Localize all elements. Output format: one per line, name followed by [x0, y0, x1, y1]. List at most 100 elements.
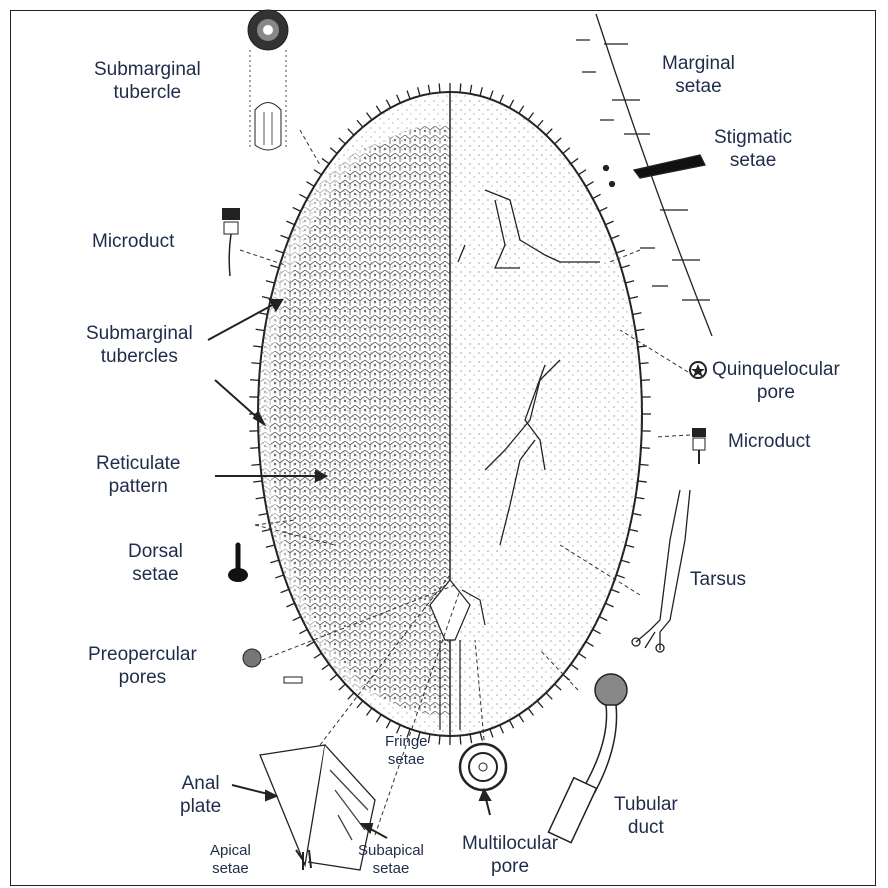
- submarginal-tubercle-inset: [248, 10, 288, 150]
- label-line: tubercles: [86, 345, 193, 368]
- marginal-seta: [439, 83, 440, 92]
- label-line: setae: [714, 149, 792, 172]
- marginal-seta: [586, 642, 594, 647]
- marginal-seta: [266, 545, 275, 547]
- marginal-seta: [307, 642, 315, 647]
- marginal-seta: [367, 113, 372, 120]
- marginal-seta: [635, 497, 644, 498]
- label-preopercular-pores: Preopercular pores: [88, 643, 197, 689]
- tarsus-glyph: [632, 490, 690, 652]
- label-line: setae: [128, 563, 183, 586]
- marginal-seta: [275, 250, 284, 253]
- multilocular-pore-glyph: [460, 744, 506, 790]
- marginal-seta: [281, 235, 289, 238]
- marginal-seta: [428, 734, 430, 743]
- marginal-seta: [470, 85, 472, 94]
- label-line: Anal: [180, 772, 221, 795]
- marginal-seta: [293, 207, 301, 211]
- marginal-seta: [397, 725, 401, 733]
- marginal-seta: [386, 100, 390, 108]
- label-line: Submarginal: [86, 322, 193, 345]
- label-multilocular-pore: Multilocular pore: [462, 832, 558, 878]
- label-line: setae: [358, 860, 424, 878]
- marginal-seta: [519, 715, 524, 723]
- marginal-seta: [563, 148, 570, 154]
- marginal-seta: [357, 120, 363, 127]
- label-line: Multilocular: [462, 832, 558, 855]
- marginal-seta: [593, 629, 601, 633]
- marginal-seta: [638, 481, 647, 482]
- label-microduct-right: Microduct: [728, 430, 810, 453]
- marginal-seta: [528, 113, 533, 120]
- marginal-seta: [480, 87, 482, 96]
- marginal-seta: [418, 87, 420, 96]
- label-submarginal-tubercle: Submarginal tubercle: [94, 58, 201, 104]
- label-submarginal-tubercles: Submarginal tubercles: [86, 322, 193, 368]
- marginal-seta: [546, 129, 552, 135]
- label-stigmatic-setae: Stigmatic setae: [714, 126, 792, 172]
- marginal-seta: [259, 514, 268, 516]
- label-line: Fringe: [385, 733, 428, 751]
- label-microduct-left: Microduct: [92, 230, 174, 253]
- marginal-seta: [537, 701, 543, 708]
- marginal-seta: [629, 529, 638, 531]
- label-quinquelocular-pore: Quinquelocular pore: [712, 358, 840, 404]
- label-subapical-setae: Subapical setae: [358, 842, 424, 878]
- marginal-seta: [509, 100, 513, 108]
- marginal-seta: [259, 313, 268, 315]
- marginal-seta: [611, 235, 619, 238]
- marginal-seta: [555, 684, 562, 690]
- marginal-seta: [633, 313, 642, 315]
- dorsal-seta-glyph: [228, 545, 248, 582]
- marginal-seta: [509, 720, 513, 728]
- marginal-seta: [367, 708, 372, 715]
- label-line: Reticulate: [96, 452, 181, 475]
- label-line: Dorsal: [128, 540, 183, 563]
- marginal-seta: [314, 653, 322, 658]
- marginal-seta: [605, 603, 613, 607]
- marginal-seta: [407, 91, 410, 99]
- marginal-seta: [322, 664, 329, 669]
- marginal-seta: [621, 265, 630, 268]
- marginal-seta: [633, 514, 642, 516]
- marginal-seta: [625, 545, 634, 547]
- label-line: tubercle: [94, 81, 201, 104]
- label-line: duct: [614, 816, 678, 839]
- label-marginal-setae: Marginal setae: [662, 52, 735, 98]
- label-line: Stigmatic: [714, 126, 792, 149]
- marginal-seta: [250, 448, 259, 449]
- marginal-seta: [286, 603, 294, 607]
- marginal-seta: [490, 91, 493, 99]
- marginal-seta: [629, 297, 638, 299]
- label-line: setae: [385, 751, 428, 769]
- label-line: Microduct: [92, 230, 174, 253]
- marginal-seta: [286, 221, 294, 225]
- marginal-seta: [537, 120, 543, 127]
- marginal-seta: [251, 464, 260, 465]
- microduct-left-glyph: [222, 208, 240, 276]
- label-line: pore: [712, 381, 840, 404]
- marginal-seta: [270, 265, 279, 268]
- label-line: Microduct: [728, 430, 810, 453]
- marginal-seta: [546, 693, 552, 699]
- marginal-seta: [266, 281, 275, 283]
- label-dorsal-setae: Dorsal setae: [128, 540, 183, 586]
- marginal-seta: [330, 148, 337, 154]
- marginal-seta: [281, 589, 289, 592]
- marginal-seta: [250, 380, 259, 381]
- marginal-seta: [460, 736, 461, 745]
- marginal-seta: [616, 250, 625, 253]
- marginal-seta: [428, 85, 430, 94]
- marginal-seta: [480, 732, 482, 741]
- marginal-seta: [640, 363, 649, 364]
- label-apical-setae: Apical setae: [210, 842, 251, 878]
- marginal-seta: [500, 725, 504, 733]
- marginal-seta: [299, 194, 307, 198]
- label-reticulate-pattern: Reticulate pattern: [96, 452, 181, 498]
- marginal-seta: [490, 729, 493, 737]
- label-line: pore: [462, 855, 558, 878]
- marginal-seta: [307, 182, 315, 187]
- label-line: Preopercular: [88, 643, 197, 666]
- marginal-seta: [330, 675, 337, 681]
- marginal-seta: [314, 170, 322, 175]
